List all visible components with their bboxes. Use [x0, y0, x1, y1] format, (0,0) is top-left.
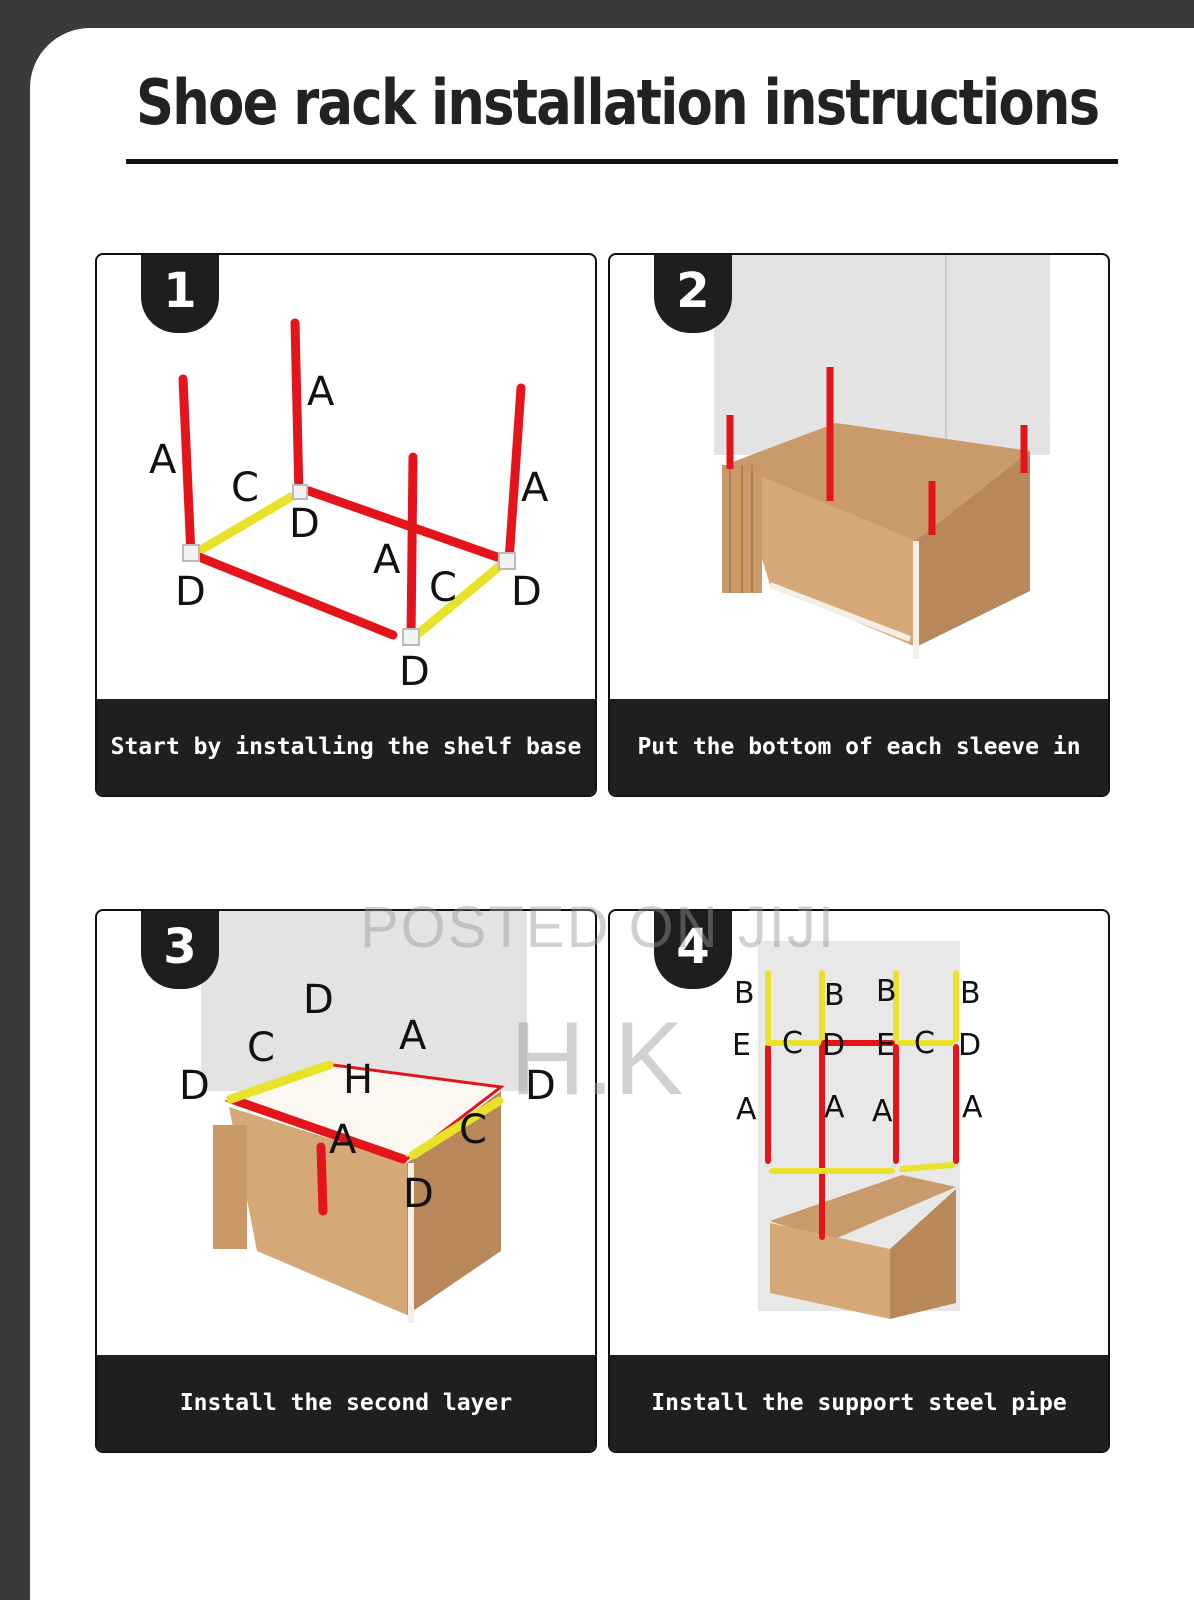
pipe-a: [178, 374, 196, 560]
watermark-hk: H.K: [510, 1001, 684, 1117]
pipe-a: [406, 452, 418, 642]
label-a: A: [307, 369, 335, 415]
label-d: D: [403, 1171, 434, 1217]
label-c: C: [231, 465, 259, 511]
label-d: D: [525, 1063, 556, 1109]
label-a: A: [149, 437, 177, 483]
step-3-caption: Install the second layer: [97, 1355, 595, 1451]
step-2-panel: 2 Put the bottom of each sleeve in: [608, 253, 1110, 797]
cardboard-back: [730, 423, 1030, 545]
label-b: B: [960, 976, 981, 1011]
label-c: C: [782, 1026, 803, 1061]
pipe-b: [226, 1094, 408, 1164]
label-c: C: [914, 1026, 935, 1061]
cardboard-back: [770, 1175, 956, 1241]
pipe-a: [316, 1142, 328, 1216]
connector-d: [498, 552, 516, 570]
pipe-b: [194, 552, 398, 640]
folded-sleeve: [213, 1125, 247, 1249]
step-4-panel: 4 B B B B E C D E C D A A: [608, 909, 1110, 1453]
step-2-caption: Put the bottom of each sleeve in: [610, 699, 1108, 795]
cardboard-floor: [229, 1107, 407, 1315]
label-d: D: [303, 977, 334, 1023]
connector-d: [292, 484, 308, 500]
cardboard-floor: [734, 465, 916, 647]
label-b: B: [824, 978, 845, 1013]
pipe-a: [290, 318, 304, 500]
step-4-illustration: B B B B E C D E C D A A A A: [732, 941, 983, 1319]
connector-d: [182, 544, 200, 562]
label-h: H: [343, 1057, 373, 1103]
step-3-number: 3: [141, 911, 219, 989]
pipe-a: [504, 383, 526, 566]
connector-d: [402, 628, 420, 646]
cardboard-side: [890, 1189, 956, 1319]
pipe-b: [304, 486, 502, 562]
label-a: A: [521, 465, 549, 511]
step-3-panel: 3 D C A D H D A C D Install the second l…: [95, 909, 597, 1453]
watermark-posted-on-jiji: POSTED ON JIJI: [360, 895, 836, 960]
pipe-c: [194, 492, 296, 556]
step-3-illustration: D C A D H D A C D: [179, 911, 556, 1323]
step-1-panel: 1 A A A A C C D D D D Start by installin…: [95, 253, 597, 797]
label-c: C: [429, 565, 457, 611]
label-d: D: [179, 1063, 210, 1109]
label-a: A: [824, 1090, 845, 1125]
step-2-illustration: [714, 255, 1050, 659]
label-e: E: [732, 1028, 751, 1063]
fabric-cover: [714, 255, 1050, 455]
pipe-c: [408, 1096, 504, 1160]
label-c: C: [247, 1025, 275, 1071]
fabric-cover: [201, 911, 527, 1091]
label-a: A: [962, 1090, 983, 1125]
step-2-number: 2: [654, 255, 732, 333]
step-4-caption: Install the support steel pipe: [610, 1355, 1108, 1451]
label-d: D: [822, 1028, 845, 1063]
label-e: E: [876, 1028, 895, 1063]
label-d: D: [958, 1028, 981, 1063]
cardboard-floor: [770, 1223, 890, 1319]
pipe-c: [899, 1162, 955, 1172]
pipe-c: [226, 1060, 334, 1104]
label-d: D: [511, 569, 542, 615]
cardboard-side: [916, 451, 1030, 647]
step-4-number: 4: [654, 911, 732, 989]
label-a: A: [329, 1117, 357, 1163]
label-a: A: [399, 1013, 427, 1059]
label-a: A: [373, 537, 401, 583]
label-b: B: [876, 974, 897, 1009]
page-title: Shoe rack installation instructions: [136, 66, 1100, 139]
label-a: A: [872, 1094, 893, 1129]
title-underline: [126, 159, 1118, 164]
label-d: D: [399, 649, 430, 695]
label-c: C: [459, 1107, 487, 1153]
label-d: D: [289, 501, 320, 547]
step-1-illustration: A A A A C C D D D D: [149, 318, 549, 695]
step-1-caption: Start by installing the shelf base: [97, 699, 595, 795]
label-d: D: [175, 569, 206, 615]
label-a: A: [736, 1092, 757, 1127]
label-b: B: [734, 976, 755, 1011]
step-1-number: 1: [141, 255, 219, 333]
pipe-c: [414, 560, 506, 638]
